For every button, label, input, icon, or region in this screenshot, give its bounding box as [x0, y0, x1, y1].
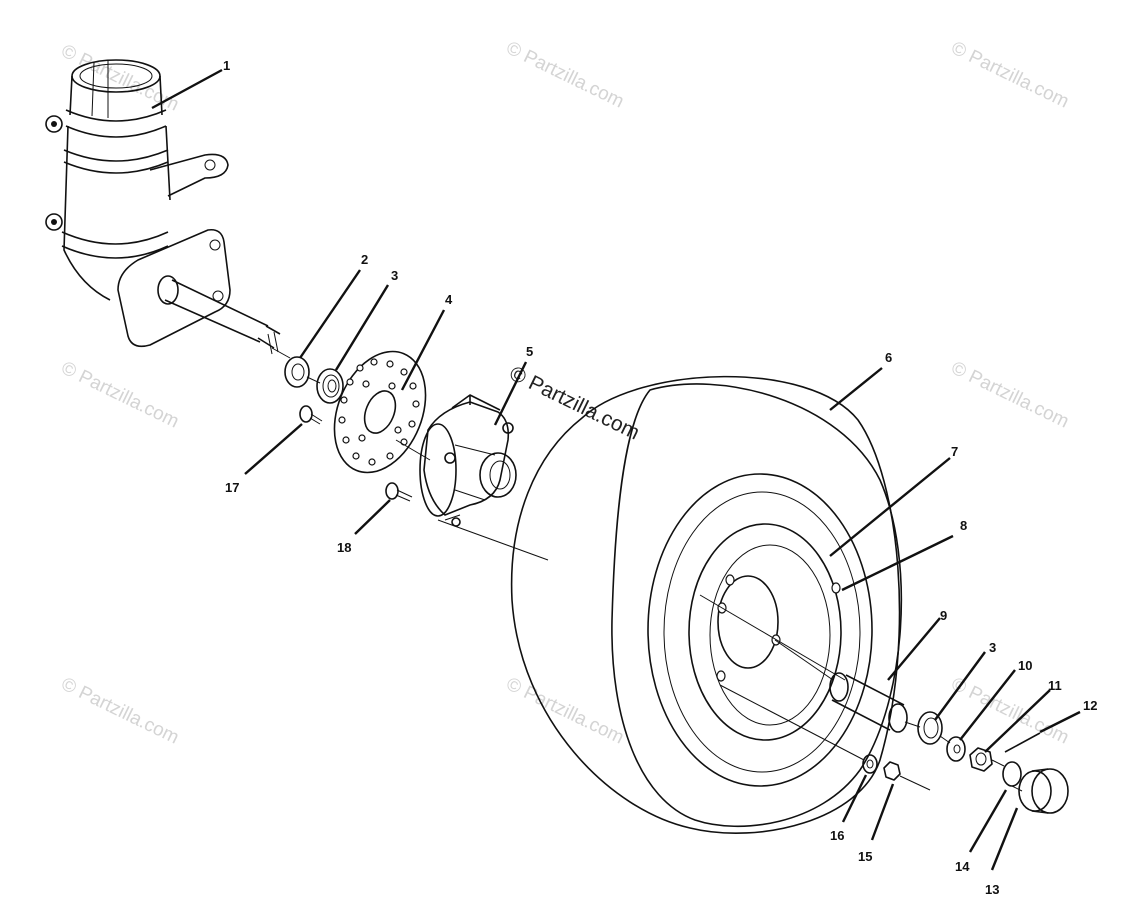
- watermark: © Partzilla.com: [503, 674, 627, 749]
- castle-nut: [969, 747, 993, 772]
- lug-nut: [883, 761, 901, 781]
- stud-18: [385, 482, 413, 502]
- callout-2: 2: [361, 252, 368, 267]
- watermark: © Partzilla.com: [58, 674, 182, 749]
- watermark: © Partzilla.com: [58, 358, 182, 433]
- brake-disc: [333, 350, 427, 474]
- callout-3: 3: [391, 268, 398, 283]
- callout-17: 17: [225, 480, 239, 495]
- callout-9: 9: [940, 608, 947, 623]
- watermark: © Partzilla.com: [948, 358, 1072, 433]
- callout-3-outer: 3: [989, 640, 996, 655]
- assembly-lines: [271, 347, 1023, 792]
- lug-washer: [862, 754, 878, 774]
- callout-8: 8: [960, 518, 967, 533]
- callout-18: 18: [337, 540, 351, 555]
- seal: [284, 356, 310, 388]
- disc-holes: [338, 358, 420, 466]
- watermark: © Partzilla.com: [948, 38, 1072, 113]
- watermark: © Partzilla.com: [503, 38, 627, 113]
- callout-1: 1: [223, 58, 230, 73]
- bearing-outer: [917, 711, 943, 745]
- callout-16: 16: [830, 828, 844, 843]
- callout-4: 4: [445, 292, 453, 307]
- callout-10: 10: [1018, 658, 1032, 673]
- callout-7: 7: [951, 444, 958, 459]
- watermark: © Partzilla.com: [58, 41, 182, 116]
- washer: [946, 736, 966, 762]
- callout-6: 6: [885, 350, 892, 365]
- o-ring: [1002, 761, 1022, 787]
- bearing-inner: [316, 368, 344, 404]
- callout-labels: 1 2 3 4 5 6 7 8 9 3 10 11 12 13 14 15 16…: [223, 58, 1097, 897]
- callout-13: 13: [985, 882, 999, 897]
- leader-lines: [151, 68, 1081, 871]
- callout-12: 12: [1083, 698, 1097, 713]
- wheel-rim: [647, 473, 873, 787]
- hub-cap: [1018, 768, 1069, 814]
- spacer-tube: [829, 672, 908, 733]
- callout-15: 15: [858, 849, 872, 864]
- callout-11: 11: [1048, 678, 1062, 693]
- tire: [510, 375, 903, 834]
- callout-14: 14: [955, 859, 970, 874]
- callout-5: 5: [526, 344, 533, 359]
- cotter-pin: [1004, 732, 1041, 753]
- wheel-hub: [419, 394, 517, 527]
- steering-knuckle: [45, 59, 281, 355]
- stud-17: [299, 405, 323, 425]
- watermark-main: © Partzilla.com: [506, 362, 643, 445]
